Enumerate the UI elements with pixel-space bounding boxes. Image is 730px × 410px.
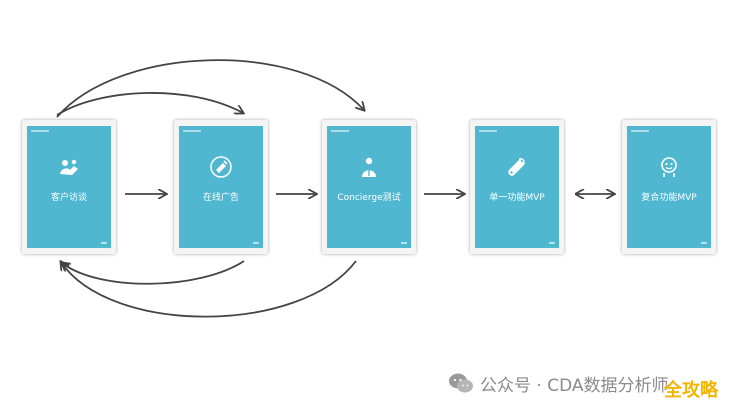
node-customer-interview: 客户访谈 [22,120,116,254]
wrench-icon [508,158,525,176]
node-composite-feature-mvp: 复合功能MVP [622,120,716,254]
wechat-icon [449,373,473,393]
megaphone-icon [210,156,232,178]
node-concierge-test: Concierge测试 [322,120,416,254]
node-label: 单一功能MVP [489,193,545,203]
arc-n1-n3 [56,59,364,118]
node-single-feature-mvp: 单一功能MVP [470,120,564,254]
node-label: Concierge测试 [337,193,401,203]
corner-badge: 全攻略 [664,380,718,401]
arc-n1-n2 [56,92,243,116]
node-online-ads: 在线广告 [174,120,268,254]
node-label: 客户访谈 [50,193,87,203]
arc-n3-n1 [61,261,357,318]
face-icon [661,157,677,177]
arc-n2-n1 [62,260,245,285]
node-label: 复合功能MVP [641,193,697,203]
concierge-icon [362,157,376,177]
watermark-text: 公众号 · CDA数据分析师 [480,375,669,396]
handshake-icon [60,159,78,175]
watermark: 公众号 · CDA数据分析师 [448,370,669,396]
node-label: 在线广告 [202,193,239,203]
